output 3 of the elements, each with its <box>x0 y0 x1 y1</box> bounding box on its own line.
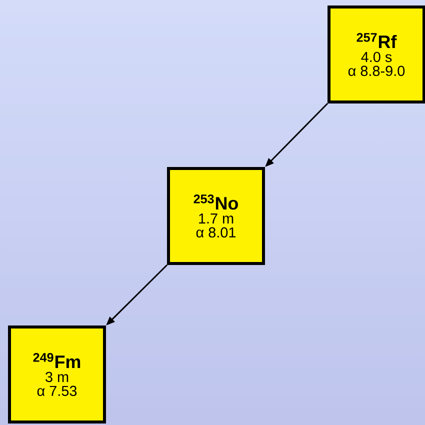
nuclide-box: $^{257}$Rf 4.0 s α 8.8-9.0 <box>328 6 425 104</box>
nuclide-box: $^{249}$Fm 3 m α 7.53 <box>8 326 106 424</box>
nuclide-box: $^{253}$No 1.7 m α 8.01 <box>167 167 265 265</box>
